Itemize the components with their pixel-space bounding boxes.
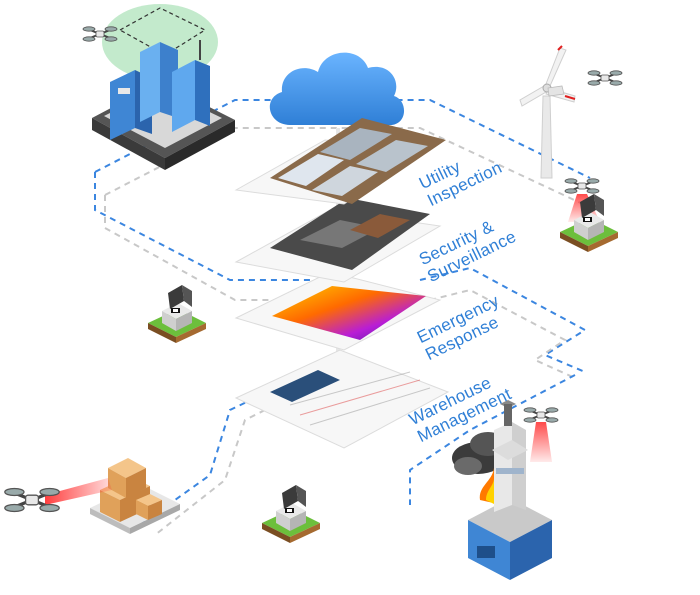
cargo-boxes-icon <box>90 458 180 534</box>
wind-turbine-icon <box>519 45 576 179</box>
quadcopter-drone-icon <box>523 406 559 424</box>
laser-beam <box>45 478 112 505</box>
layer-screen-utility <box>234 118 446 205</box>
layer-screen-security <box>234 198 442 283</box>
layer-stack <box>234 118 450 449</box>
drone-dock-icon <box>148 285 206 343</box>
laser-beam <box>530 422 552 462</box>
drone-dock-icon <box>262 485 320 543</box>
quadcopter-drone-icon <box>564 177 600 195</box>
office-building-icon <box>92 4 235 170</box>
layer-screen-emergency <box>234 271 442 351</box>
drone-dock-icon <box>560 194 618 252</box>
cloud-icon <box>269 52 405 125</box>
layer-screen-warehouse <box>234 349 450 449</box>
quadcopter-drone-icon <box>587 69 623 87</box>
industrial-plant-icon <box>452 400 552 580</box>
